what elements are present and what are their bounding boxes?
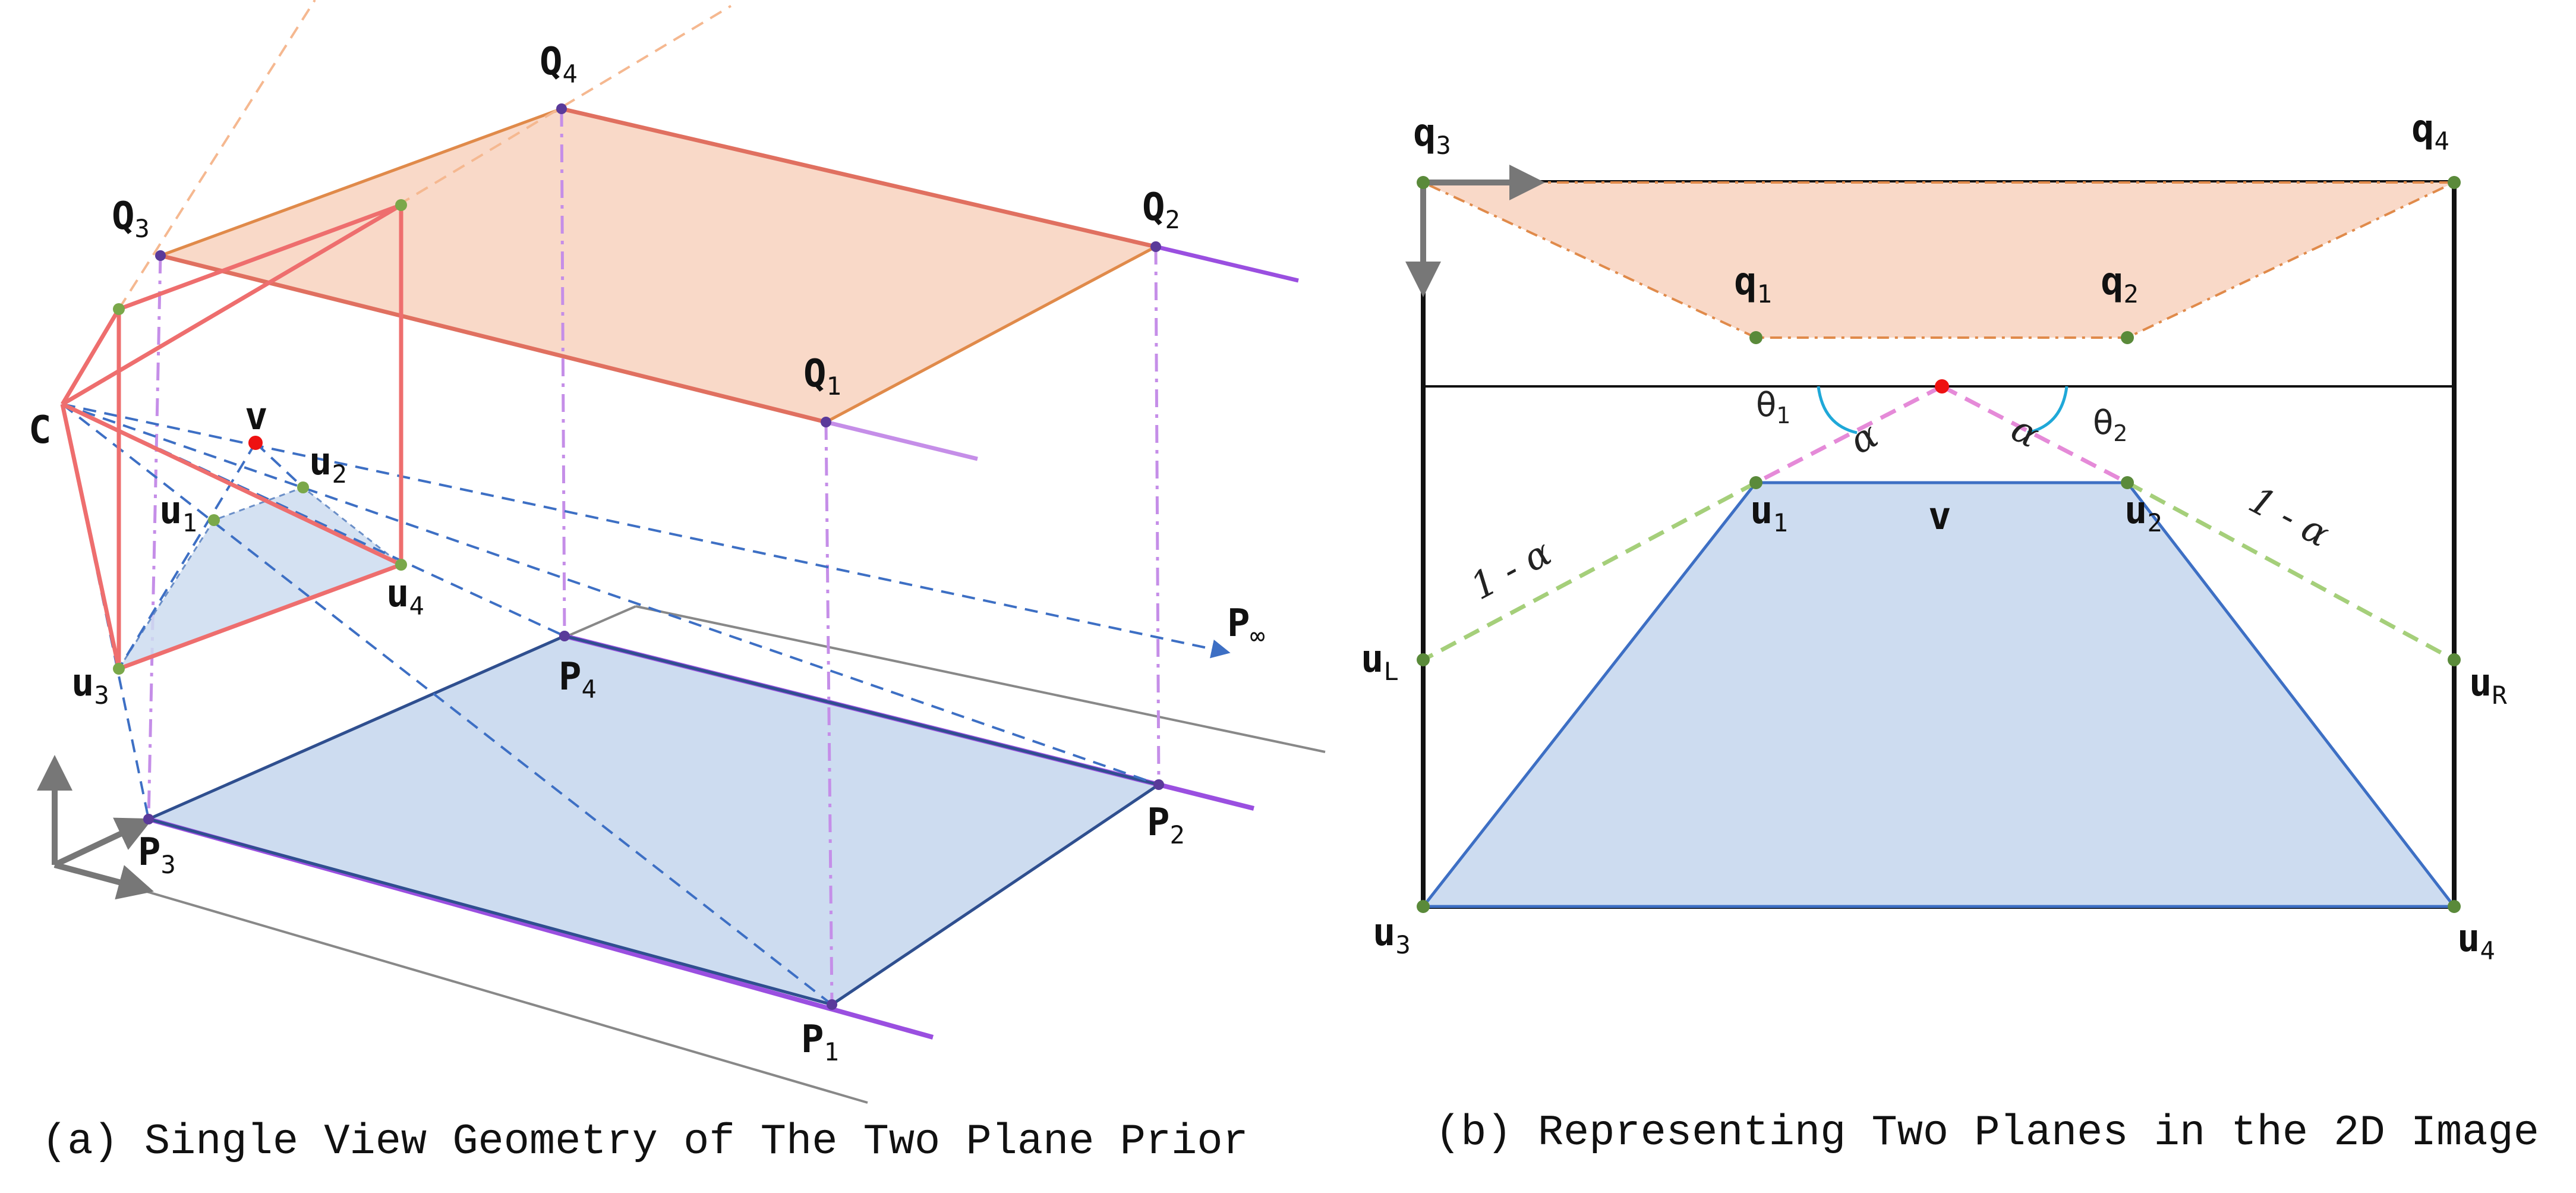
guide-line [136,887,868,1104]
label-alpha-left: α [1843,413,1885,462]
label-u4: u4 [2457,917,2495,965]
world-axes-icon [37,755,154,900]
label-u2: u2 [2124,489,2162,537]
point-ur [2448,653,2461,666]
projection-q1-p1 [824,421,834,1005]
angle-arc-theta2 [2027,386,2069,435]
label-u2: u2 [309,440,347,489]
point-u1 [1749,476,1762,489]
alpha-line-right [1941,384,2129,485]
label-v: v [245,395,268,439]
alpha-line-left [1755,384,1943,485]
label-u3: u3 [71,661,109,710]
point-q2 [1150,241,1161,252]
label-u1: u1 [159,489,197,537]
projection-q4-p4 [560,108,566,637]
label-one-minus-alpha-right: 1 - α [2242,478,2337,556]
edge-p3-p1 [148,817,833,1006]
label-theta2: θ2 [2093,404,2127,446]
label-q4: Q4 [540,40,578,89]
label-u4: u4 [386,572,424,621]
point-q3 [1417,176,1430,189]
label-q2: Q2 [1142,185,1180,234]
point-q3 [155,250,166,261]
label-q3: Q3 [112,194,150,243]
point-u3 [113,663,125,675]
point-p1 [827,999,837,1010]
label-q1: q1 [1734,260,1772,309]
point-q1 [821,417,831,427]
label-c: C [29,408,52,452]
point-v [1935,379,1949,394]
points-b [1417,176,2461,913]
point-p2 [1153,779,1164,790]
point-p3 [143,814,154,824]
edge-p4-p2 [564,634,1159,786]
point-u2 [2121,476,2134,489]
point-q4 [2448,176,2461,189]
point-v [248,436,263,450]
points-a [113,103,1164,1010]
upper-plane-image [1423,181,2455,339]
camera-frustum [60,203,403,671]
point-q4 [556,103,567,114]
label-ur: uR [2469,661,2508,710]
angle-arc-theta1 [1817,386,1858,435]
rail-q2 [1155,244,1299,283]
point-p4 [559,631,570,641]
label-ul: uL [1361,637,1399,686]
label-q2: q2 [2101,260,2139,309]
point-u2 [297,481,309,493]
guide-line [567,605,636,637]
edge-q4-q2 [561,106,1156,249]
caption-a: (a) Single View Geometry of The Two Plan… [42,1118,1248,1166]
label-u1: u1 [1750,489,1788,537]
label-v: v [1928,495,1951,539]
label-q4: q4 [2411,107,2449,156]
point-u4 [2448,900,2461,913]
label-q1: Q1 [803,352,841,401]
point-u4 [395,559,407,571]
rail-q1 [825,420,978,461]
point-q2 [2121,331,2134,344]
panel-a: Q4 Q3 Q2 Q1 C v u2 u1 u4 u3 P4 P3 P2 P1 … [29,0,1326,1166]
upper-plane [155,107,1161,424]
lower-plane [144,634,1163,1006]
label-p4: P4 [559,655,597,704]
caption-b: (b) Representing Two Planes in the 2D Im… [1435,1109,2539,1157]
label-u3: u3 [1373,911,1411,959]
point-q1 [1749,331,1762,344]
label-theta1: θ1 [1756,386,1790,429]
point-ul [1417,653,1430,666]
one-minus-alpha-line-right [2126,480,2455,662]
projection-q3-p3 [147,255,162,820]
label-p3: P3 [138,830,176,879]
panel-b: q3 q4 q1 q2 u1 u2 v uL uR u3 u4 θ1 θ2 α … [1361,107,2539,1157]
label-p1: P1 [801,1018,839,1066]
label-p2: P2 [1147,801,1185,849]
projection-q2-p2 [1154,246,1161,785]
point-u3 [1417,900,1430,913]
point-camera-top-right [395,199,407,211]
one-minus-alpha-line-left [1422,480,1757,662]
label-p-infinity: P∞ [1227,602,1265,650]
label-q3: q3 [1413,111,1451,160]
label-alpha-right: α [2004,407,2047,457]
point-u1 [208,514,220,526]
extension-dashed [118,0,316,310]
guide-line [635,605,1326,753]
point-camera-top-left [113,303,125,315]
image-axes-icon [1405,165,1545,297]
